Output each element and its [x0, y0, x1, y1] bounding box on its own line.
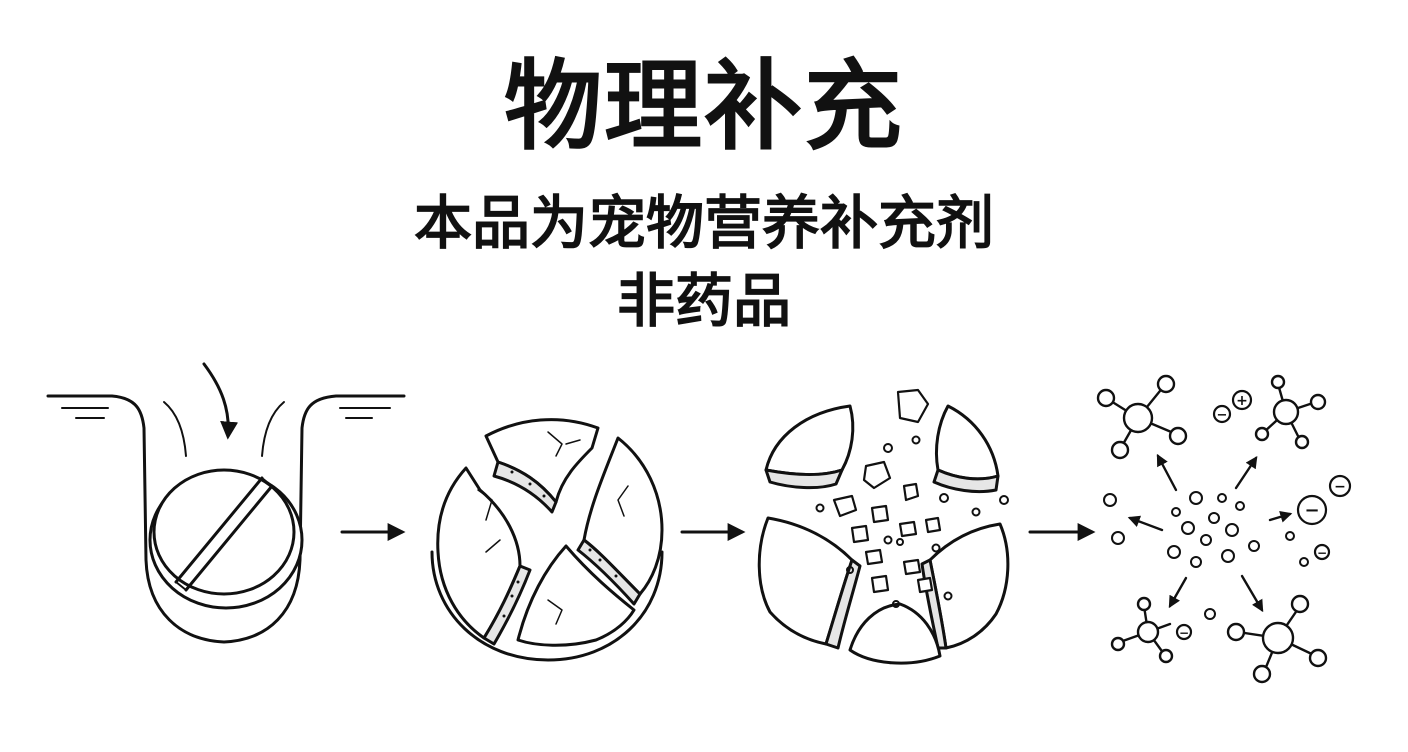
molecule-icon — [1110, 596, 1174, 664]
molecule-dispersion-icon: + − − − − − — [1096, 374, 1352, 684]
molecule-icon — [1096, 374, 1188, 460]
ion-plus-icon: + — [1231, 389, 1253, 411]
page-subtitle: 本品为宠物营养补充剂 — [413, 189, 994, 257]
disintegrating-tablet-icon — [757, 388, 1010, 665]
page-subtitle-secondary: 非药品 — [616, 267, 791, 335]
down-arrow-icon — [202, 362, 239, 440]
ion-minus-icon: − — [1212, 404, 1232, 424]
tablet-disintegrating-stage — [757, 388, 1010, 665]
tablet-in-water-stage — [46, 362, 406, 644]
molecule-icon — [1226, 594, 1328, 684]
ion-minus-icon: − — [1175, 623, 1193, 641]
svg-text:+: + — [1236, 393, 1248, 409]
svg-text:−: − — [1217, 408, 1228, 423]
molecule-icon — [1254, 374, 1327, 450]
tablet-cracking-stage — [430, 418, 664, 662]
ion-minus-icon: − — [1328, 474, 1352, 498]
ion-minus-icon: − — [1296, 494, 1328, 526]
svg-text:−: − — [1304, 500, 1319, 521]
svg-text:−: − — [1317, 546, 1327, 560]
svg-text:−: − — [1334, 479, 1346, 495]
molecules-dispersing-stage: + − − − − − — [1096, 374, 1352, 684]
page-title: 物理补充 — [503, 50, 904, 164]
svg-text:−: − — [1179, 626, 1189, 640]
cracked-tablet-icon — [430, 418, 664, 662]
tablet-icon — [148, 468, 304, 610]
ion-minus-icon: − — [1313, 543, 1331, 561]
water-surface-icon — [46, 394, 406, 644]
